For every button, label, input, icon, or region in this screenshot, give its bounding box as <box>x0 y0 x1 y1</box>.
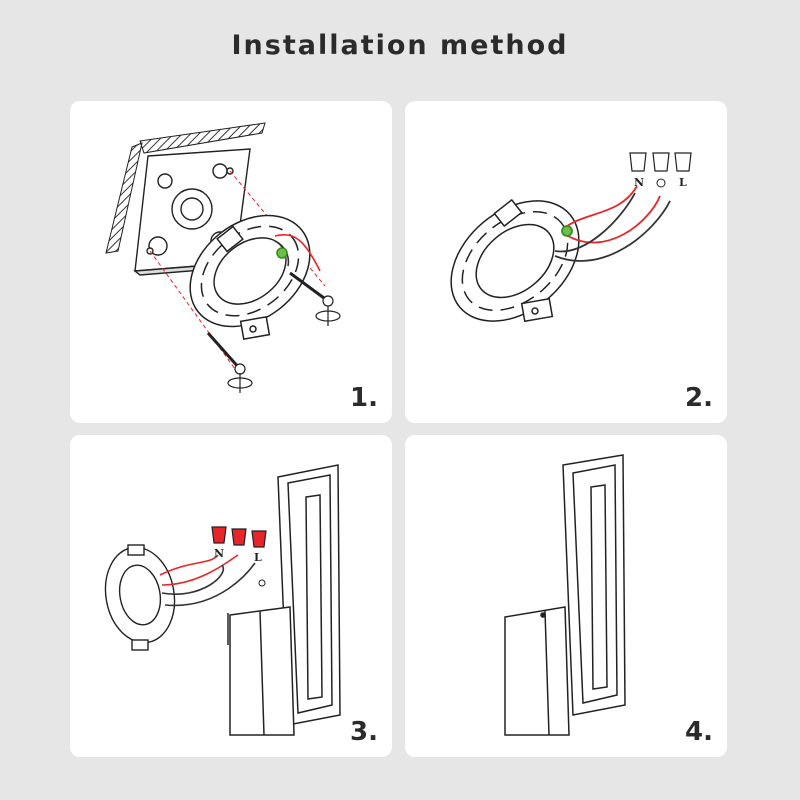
screw-icon <box>258 579 266 587</box>
wire-connector-icon <box>629 152 692 172</box>
ground-icon <box>656 178 666 188</box>
wires <box>159 554 256 645</box>
terminal-l-label: L <box>254 551 262 564</box>
mounting-bracket <box>104 544 176 651</box>
step-3-panel: N L 3. <box>70 435 392 757</box>
wall-lamp <box>229 464 341 736</box>
screw-icon <box>206 271 334 375</box>
step-1-illustration <box>105 122 341 393</box>
terminal-n-label: N <box>214 547 224 560</box>
ceiling-hatch <box>105 122 266 254</box>
step-number: 2. <box>685 383 713 413</box>
step-4-illustration <box>504 454 626 736</box>
terminal-l-label: L <box>679 176 687 189</box>
step-number: 3. <box>350 717 378 747</box>
wires <box>554 185 671 262</box>
step-3-illustration: N L <box>104 464 341 736</box>
wall-lamp <box>504 454 626 736</box>
terminal-n-label: N <box>634 176 644 189</box>
step-4-panel: 4. <box>405 435 727 757</box>
step-1-panel: 1. <box>70 101 392 423</box>
mounting-bracket <box>450 198 580 323</box>
wire-connector-icon <box>211 526 267 548</box>
wires <box>274 234 321 272</box>
step-number: 4. <box>685 717 713 747</box>
page-title: Installation method <box>231 30 569 61</box>
step-number: 1. <box>350 383 378 413</box>
rotate-arrow-icon <box>227 306 341 393</box>
step-2-illustration: N L <box>450 152 692 323</box>
step-2-panel: N L 2. <box>405 101 727 423</box>
